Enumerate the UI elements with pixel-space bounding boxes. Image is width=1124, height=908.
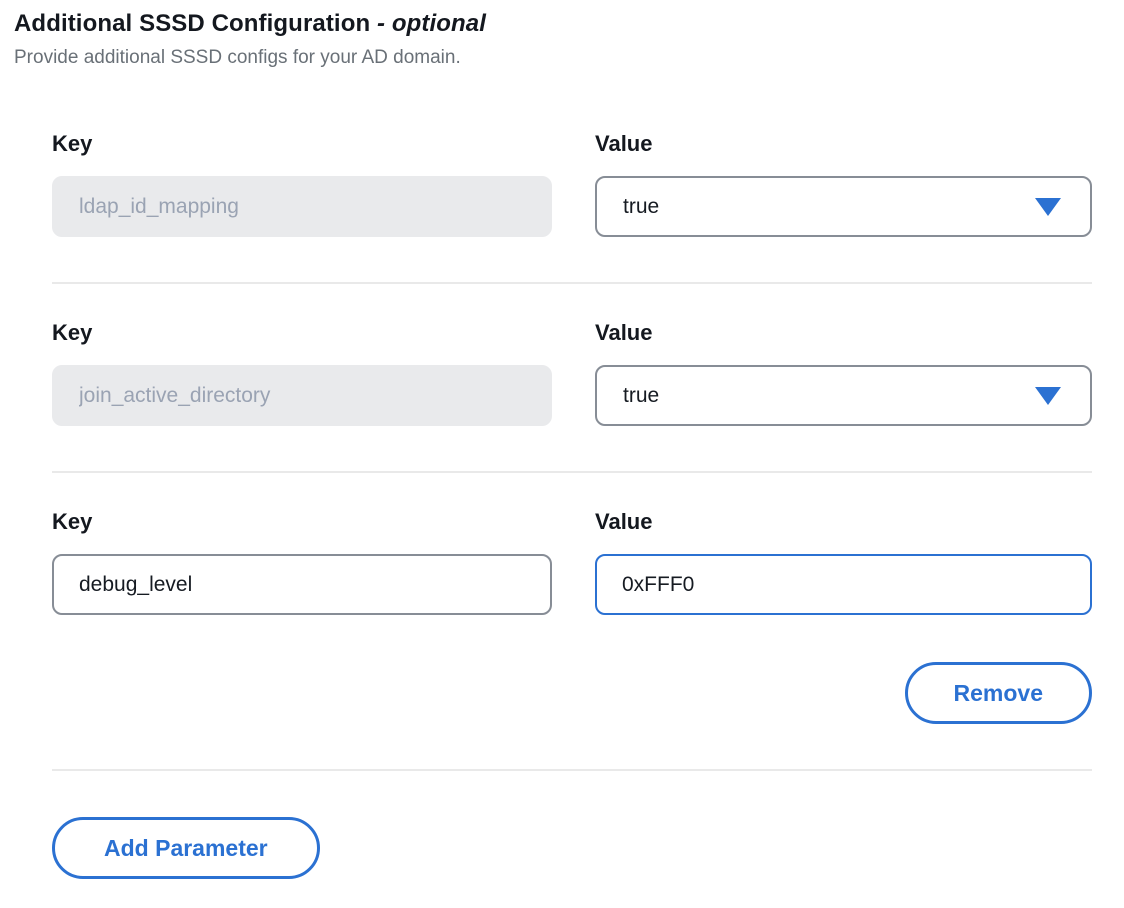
key-field: Key [52, 320, 552, 426]
parameter-row: Key Value true [52, 131, 1092, 237]
key-input[interactable] [52, 554, 552, 615]
value-field: Value [595, 509, 1092, 615]
value-select-selected: true [623, 383, 660, 407]
optional-label: - optional [376, 10, 486, 37]
key-label: Key [52, 131, 93, 156]
remove-button[interactable]: Remove [904, 662, 1092, 724]
row-divider [52, 471, 1092, 473]
key-label: Key [52, 320, 93, 345]
parameter-row: Key Value [52, 509, 1092, 615]
key-input [52, 176, 552, 237]
dropdown-caret-icon [1035, 386, 1061, 405]
value-field: Value true [595, 131, 1092, 237]
parameter-row: Key Value true [52, 320, 1092, 426]
value-label: Value [595, 509, 653, 534]
key-label: Key [52, 509, 93, 534]
key-field: Key [52, 509, 552, 615]
section-header: Additional SSSD Configuration - optional… [14, 10, 1110, 69]
value-field: Value true [595, 320, 1092, 426]
remove-row: Remove [52, 662, 1092, 724]
value-label: Value [595, 320, 653, 345]
key-field: Key [52, 131, 552, 237]
value-select[interactable]: true [595, 365, 1092, 426]
parameters-form: Key Value true Key Value true [52, 131, 1092, 879]
value-input[interactable] [595, 554, 1092, 615]
section-title-text: Additional SSSD Configuration [14, 10, 377, 37]
add-parameter-button[interactable]: Add Parameter [52, 817, 320, 879]
dropdown-caret-icon [1035, 197, 1061, 216]
value-label: Value [595, 131, 653, 156]
section-subtitle: Provide additional SSSD configs for your… [14, 47, 461, 68]
value-select[interactable]: true [595, 176, 1092, 237]
value-select-selected: true [623, 194, 660, 218]
row-divider [52, 282, 1092, 284]
key-input [52, 365, 552, 426]
row-divider [52, 769, 1092, 771]
section-title: Additional SSSD Configuration - optional [14, 10, 1110, 38]
